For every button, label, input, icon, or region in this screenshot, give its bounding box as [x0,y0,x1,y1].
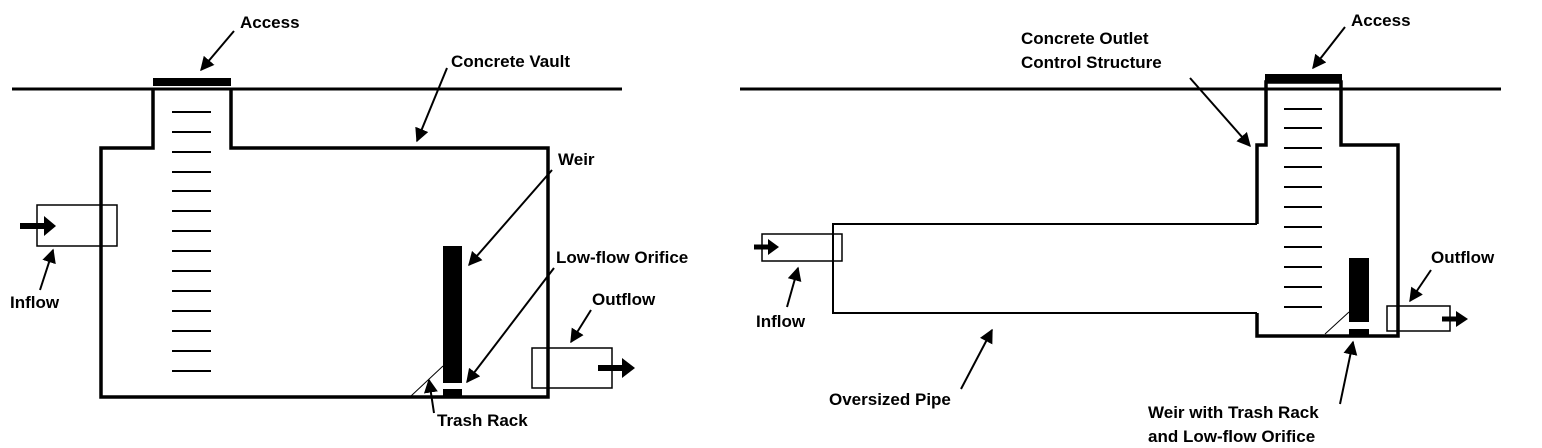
access-lid-left [153,78,231,86]
left-vault-diagram: Access Concrete Vault Weir Low-flow Orif… [10,13,688,430]
ladder-rungs-left [172,111,211,372]
leader-outflow-right [1409,269,1432,303]
label-concrete-outlet-line2: Control Structure [1021,53,1162,72]
label-weir-right-line1: Weir with Trash Rack [1148,403,1319,422]
label-access-right: Access [1351,11,1411,30]
leader-trash-rack-left [423,378,438,414]
outflow-flow-arrowhead-right [1456,311,1468,327]
label-oversized-pipe: Oversized Pipe [829,390,951,409]
ladder-rungs-right [1284,108,1322,308]
concrete-vault-outline [99,89,550,399]
access-lid-right [1265,74,1342,82]
leader-low-flow-orifice-left [466,267,555,384]
label-weir-right-line2: and Low-flow Orifice [1148,427,1315,446]
label-concrete-vault: Concrete Vault [451,52,570,71]
leader-inflow-right [786,266,802,308]
label-trash-rack-left: Trash Rack [437,411,528,430]
outlet-control-structure-outline [1255,80,1400,338]
label-weir-left: Weir [558,150,595,169]
label-inflow-left: Inflow [10,293,60,312]
label-low-flow-orifice-left: Low-flow Orifice [556,248,688,267]
weir-plate-left [443,246,462,383]
trash-rack-left [410,365,444,397]
weir-base-left [443,389,462,397]
right-pipe-diagram: Access Concrete Outlet Control Structure… [740,11,1501,446]
inflow-flow-arrowhead-right [768,239,779,255]
leader-weir-right [1339,340,1358,405]
leader-access-left [200,30,235,72]
inflow-flow-arrowhead-left [44,216,56,236]
leader-weir-left [468,169,553,267]
weir-base-right [1349,329,1369,335]
label-access-left: Access [240,13,300,32]
oversized-pipe-outline [832,223,1257,314]
leader-oversized-pipe [960,328,993,390]
label-outflow-left: Outflow [592,290,656,309]
outflow-flow-arrowhead-left [622,358,635,378]
label-outflow-right: Outflow [1431,248,1495,267]
leader-outflow-left [570,309,592,344]
leader-inflow-left [39,248,56,291]
label-concrete-outlet-line1: Concrete Outlet [1021,29,1149,48]
leader-access-right [1312,26,1346,70]
label-inflow-right: Inflow [756,312,806,331]
leader-concrete-vault [415,67,448,143]
leader-concrete-outlet [1189,77,1251,148]
trash-rack-right [1324,311,1350,335]
weir-plate-right [1349,258,1369,322]
